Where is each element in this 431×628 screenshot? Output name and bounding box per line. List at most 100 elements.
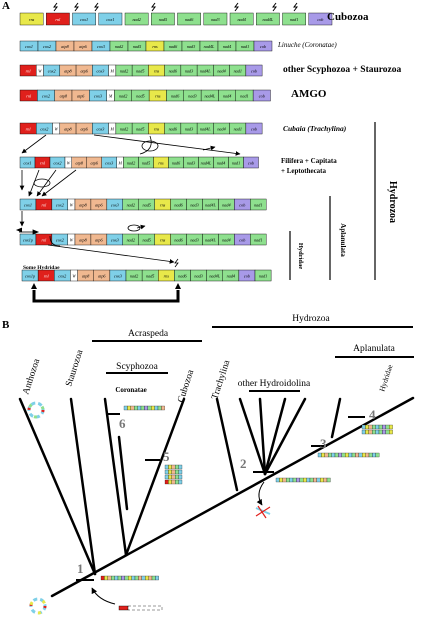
mini-gene-block xyxy=(161,405,165,411)
gene-label: nad4 xyxy=(227,273,235,278)
gene-label: cob xyxy=(251,126,257,131)
label-filifera-2: + Leptothecata xyxy=(281,167,327,175)
gene-label: W xyxy=(72,273,76,278)
mini-gene-block xyxy=(171,464,176,470)
gene-block xyxy=(151,12,175,26)
taxon-cubozoa: Cubozoa xyxy=(176,368,196,404)
mini-gene-block xyxy=(168,474,172,480)
gene-label: cox3 xyxy=(94,93,102,98)
gene-label: atp8 xyxy=(60,93,68,98)
gene-label: nad2 xyxy=(120,68,128,73)
mini-gene-block xyxy=(282,477,287,483)
label-aplanulata-side: Aplanulata xyxy=(339,223,347,257)
gene-label: nad1 xyxy=(234,126,242,131)
gene-label: nad3 xyxy=(188,93,196,98)
gene-label: atp6 xyxy=(98,273,106,278)
gene-label: nad5 xyxy=(136,126,144,131)
mini-gene-block xyxy=(178,469,183,475)
gene-label: cox2 xyxy=(54,160,62,165)
label-filifera-1: Filifera + Capitata xyxy=(281,157,337,165)
gene-label: cox2 xyxy=(56,202,64,207)
mini-gene-block xyxy=(368,429,373,435)
gene-block xyxy=(245,64,263,77)
curved-arrow xyxy=(256,481,265,506)
label-other-hydroidolina: other Hydroidolina xyxy=(238,379,311,389)
gene-label: nad3 xyxy=(190,237,198,242)
gene-label: nad3 xyxy=(194,273,202,278)
mini-gene-block xyxy=(131,575,136,581)
mini-gene-block xyxy=(171,474,176,480)
mini-gene-block xyxy=(321,452,325,458)
gene-label: rns xyxy=(164,273,170,278)
mini-gene-block xyxy=(331,452,336,458)
gene-label: cox3 xyxy=(96,126,104,131)
panel-a-letter: A xyxy=(2,0,10,12)
gene-label: nad5 xyxy=(159,17,167,22)
gene-label: cox1 xyxy=(24,160,32,165)
gene-label: nad5 xyxy=(142,160,150,165)
linear-genome-fragment xyxy=(127,605,163,611)
gene-label: W xyxy=(67,160,71,165)
label-hydrozoa: Hydrozoa xyxy=(292,314,330,324)
label-aplanulata: Aplanulata xyxy=(353,344,395,354)
gene-block xyxy=(72,12,96,26)
lightning-icon xyxy=(53,2,298,12)
gene-label: nad4L xyxy=(204,93,215,98)
mini-gene-block xyxy=(124,575,129,581)
mini-gene-block xyxy=(144,405,148,411)
gene-block xyxy=(256,12,280,26)
gene-label: rnl xyxy=(26,93,32,98)
mini-gene-block xyxy=(372,452,376,458)
mini-gene-block xyxy=(309,477,314,483)
gene-label: rnl xyxy=(55,17,61,22)
gene-label: cob xyxy=(260,44,266,49)
gene-label: nad5 xyxy=(136,68,144,73)
mini-gene-block xyxy=(123,405,128,411)
gene-label: nad3 xyxy=(211,17,219,22)
mini-gene-block xyxy=(117,575,122,581)
label-some-hydridae: Some Hydridae xyxy=(23,265,60,271)
gene-label: rns xyxy=(154,68,160,73)
mini-gene-block xyxy=(326,477,331,483)
mini-gene-block xyxy=(114,575,119,581)
gene-label: atp8 xyxy=(82,273,90,278)
mini-gene-block xyxy=(145,575,149,581)
gene-label: atp8 xyxy=(79,237,87,242)
gene-label: cox1p xyxy=(25,273,35,278)
gene-label: nad4L xyxy=(201,160,212,165)
gene-label: nad1 xyxy=(234,68,242,73)
gene-block xyxy=(250,198,267,211)
mini-gene-block xyxy=(306,477,311,483)
gene-block xyxy=(19,12,44,26)
gene-block xyxy=(98,12,123,26)
mini-gene-block xyxy=(148,575,153,581)
mini-gene-block xyxy=(378,424,383,430)
mini-gene-block xyxy=(358,452,363,458)
gene-block xyxy=(124,12,149,26)
gene-label: nad3 xyxy=(190,202,198,207)
gene-label: nad6 xyxy=(185,17,194,22)
gene-label: rns xyxy=(160,237,166,242)
arrowhead-icon xyxy=(175,283,181,289)
gene-block xyxy=(250,233,267,246)
gene-label: cox1 xyxy=(24,202,32,207)
gene-label: W xyxy=(38,68,42,73)
gene-label: cob xyxy=(244,273,250,278)
gene-label: M xyxy=(110,68,115,73)
gene-label: nad6 xyxy=(169,44,178,49)
taxon-anthozoa: Anthozoa xyxy=(21,357,42,396)
mini-gene-block xyxy=(164,464,169,470)
label-acraspeda: Acraspeda xyxy=(128,329,169,339)
circular-genome-icon xyxy=(29,597,47,615)
gene-label: nad2 xyxy=(127,202,135,207)
mini-gene-block xyxy=(175,469,179,475)
gene-label: nad2 xyxy=(115,44,123,49)
mini-gene-block xyxy=(155,575,159,581)
